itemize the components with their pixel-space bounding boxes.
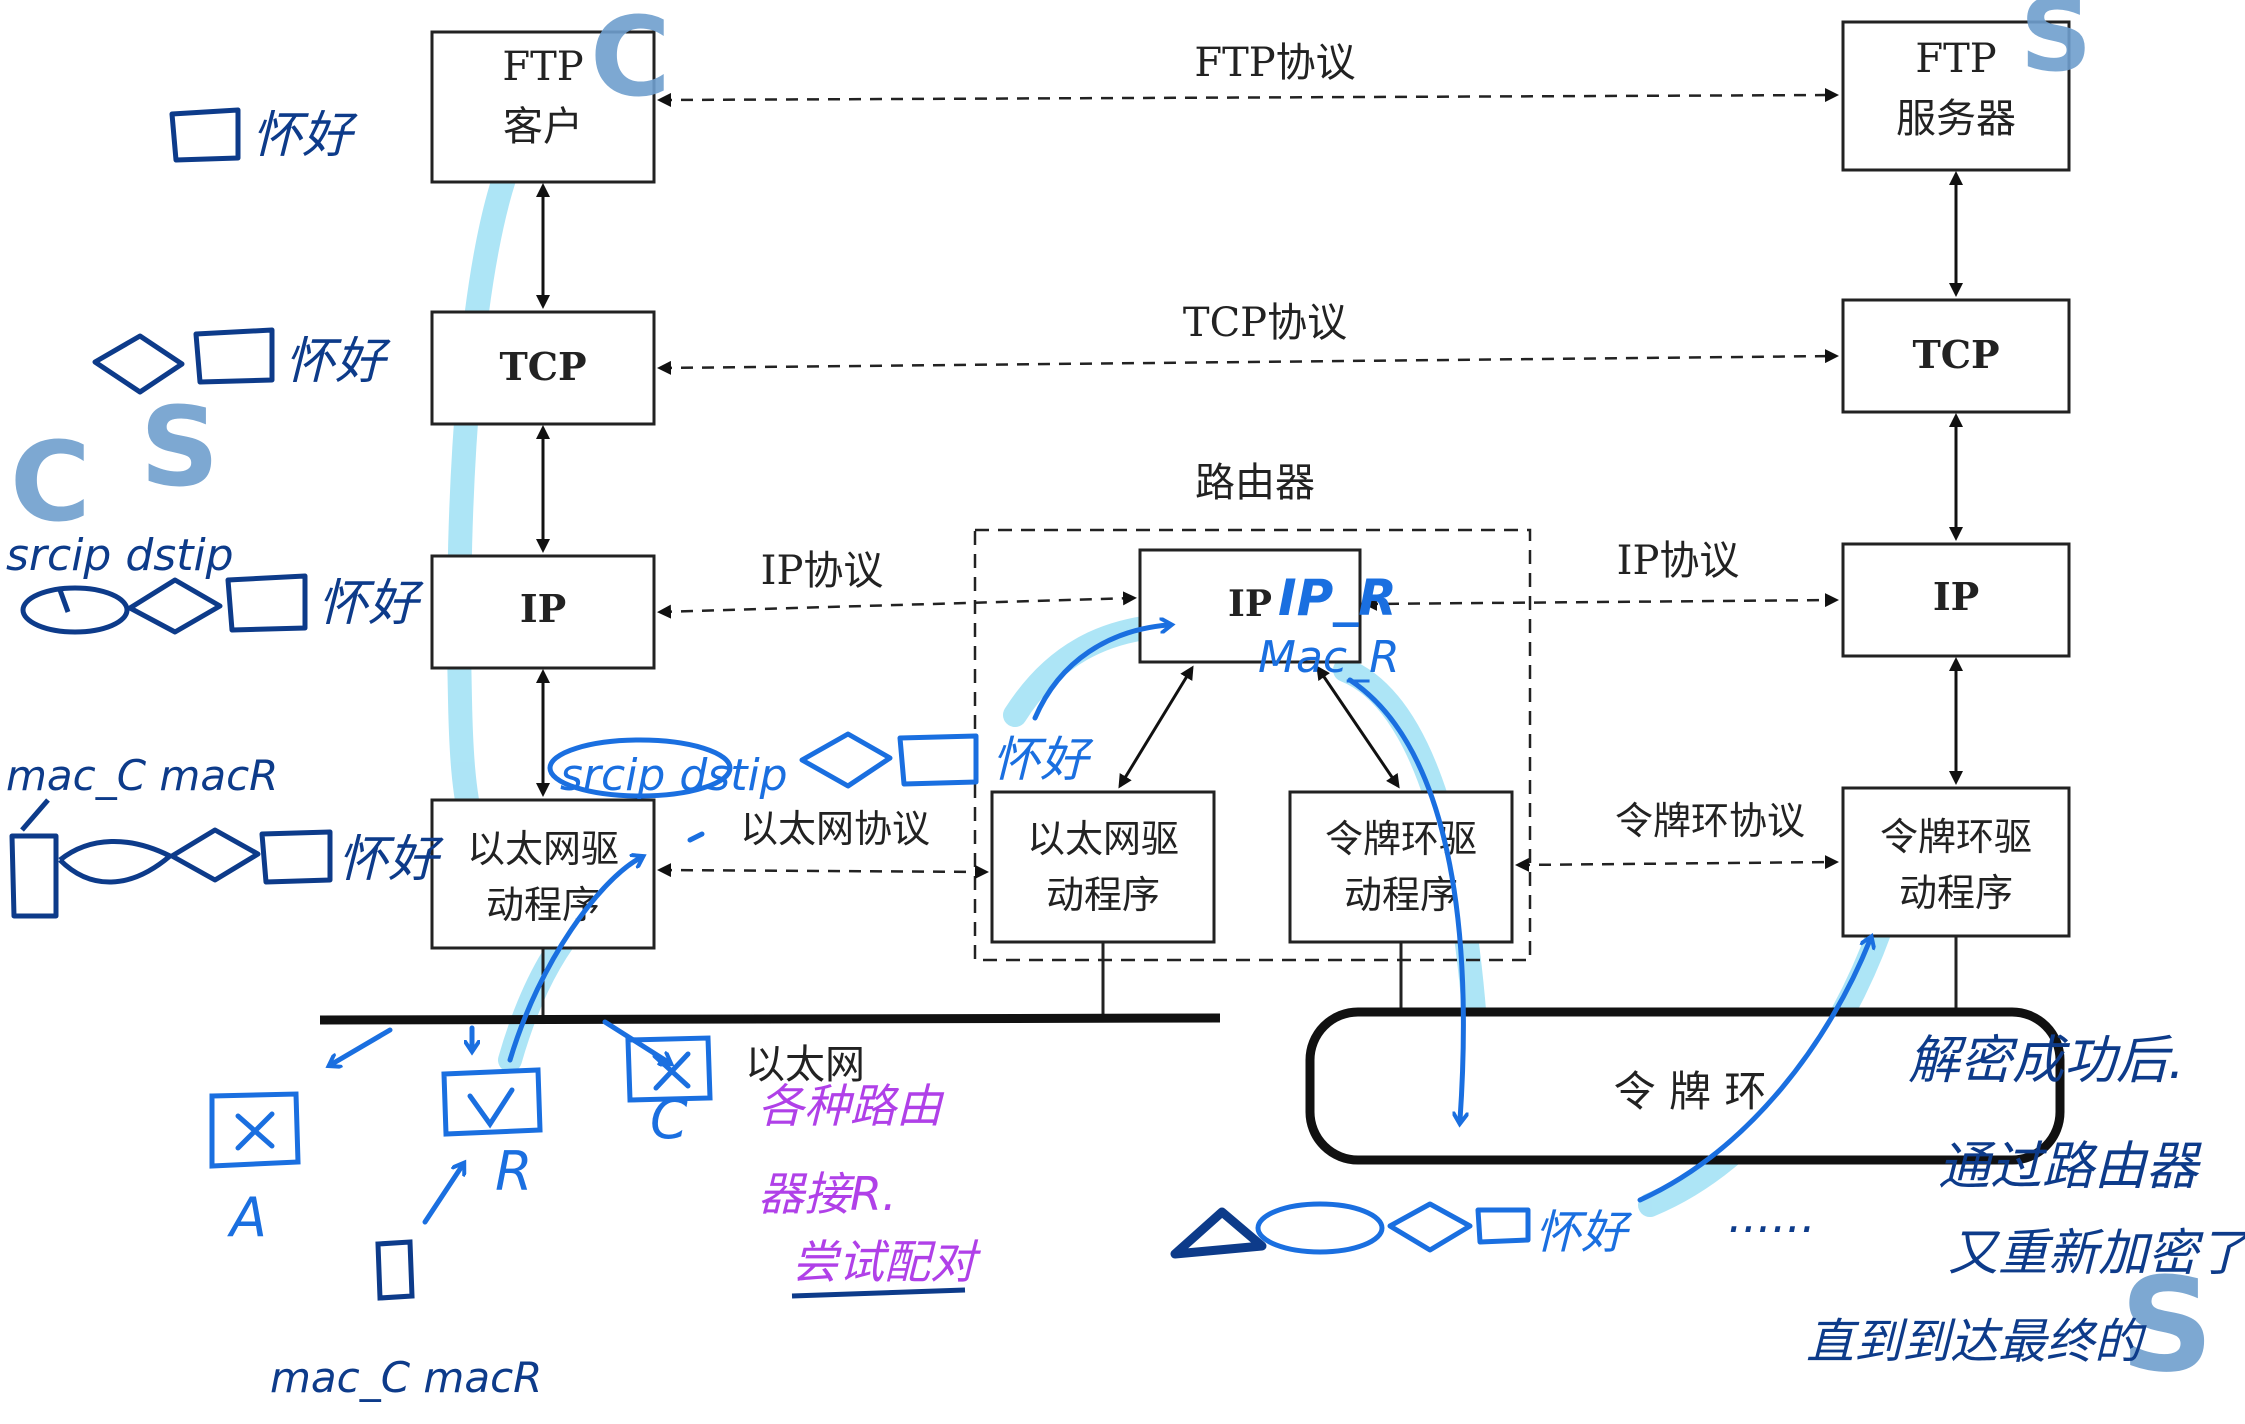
protocol-arrows [657, 88, 1839, 879]
right-note-1: 解密成功后. [1908, 1031, 2185, 1091]
right-note-3: 又重新加密了. [1948, 1224, 2245, 1282]
watermark-c-top: C [590, 0, 671, 121]
annotation-srcip-dstip-left: srcip dstip [6, 530, 234, 581]
ethernet-bus [319, 1013, 1221, 1025]
router-tr-label-2: 动程序 [1344, 873, 1458, 917]
ethernet-protocol-label: 以太网协议 [740, 807, 930, 851]
annotation-huaihao-4: 怀好 [338, 830, 444, 888]
host-label-c: C [650, 1088, 688, 1151]
tcp-protocol-label: TCP协议 [1183, 300, 1347, 346]
watermark-c-left: C [10, 418, 91, 546]
ip-protocol-right-label: IP协议 [1617, 538, 1740, 584]
router-stack: 路由器 IP 以太网驱 动程序 令牌环驱 动程序 [990, 460, 1514, 1016]
watermark-s-top: S [2020, 0, 2092, 94]
client-ftp-label: FTP [502, 44, 583, 90]
router-eth-label-2: 动程序 [1046, 873, 1160, 917]
router-note-1: 各种路由 [758, 1079, 945, 1133]
router-title: 路由器 [1195, 460, 1315, 506]
client-eth-label: 以太网驱 [467, 827, 619, 871]
right-note-4: 直到到达最终的 [1806, 1314, 2147, 1370]
handwritten-ethernet-packet [547, 731, 979, 799]
handwritten-packets [9, 107, 333, 919]
host-label-a: A [227, 1186, 267, 1249]
annotation-ip-r: IP_R [1278, 569, 1397, 627]
token-ring-protocol-label: 令牌环协议 [1615, 799, 1805, 843]
client-ip-label: IP [520, 586, 566, 631]
server-tcp-label: TCP [1912, 332, 1999, 377]
host-label-r: R [495, 1140, 533, 1203]
ftp-protocol-label: FTP协议 [1194, 40, 1355, 86]
annotation-mac-bottom: mac_C macR [270, 1353, 542, 1402]
note-underline [791, 1287, 966, 1299]
annotation-dots: ...... [1728, 1189, 1816, 1243]
token-ring [1305, 1007, 2065, 1165]
server-tr-label: 令牌环驱 [1880, 815, 2032, 859]
router-notes: 各种路由 器接R. 尝试配对 [758, 1079, 981, 1289]
server-ftp-label-2: 服务器 [1896, 96, 2016, 142]
router-eth-label: 以太网驱 [1027, 817, 1179, 861]
annotation-huaihao-2: 怀好 [285, 332, 391, 390]
watermark-letters: C S C S S [10, 0, 2214, 1401]
server-ip-label: IP [1933, 574, 1979, 619]
router-note-2: 器接R. [758, 1167, 897, 1221]
annotation-srcip-dstip-mid: srcip dstip [560, 750, 788, 801]
annotation-huaihao-6: 怀好 [1535, 1205, 1633, 1259]
right-notes: 解密成功后. 通过路由器 又重新加密了. 直到到达最终的 [1806, 1031, 2245, 1370]
annotation-huaihao-1: 怀好 [252, 106, 358, 164]
router-note-3: 尝试配对 [792, 1235, 981, 1289]
server-tr-label-2: 动程序 [1899, 871, 2013, 915]
annotation-mac-r: Mac_R [1258, 632, 1400, 683]
annotation-huaihao-5: 怀好 [992, 732, 1094, 788]
client-ftp-label-2: 客户 [503, 104, 583, 150]
annotation-mac-left: mac_C macR [6, 751, 278, 800]
server-ftp-label: FTP [1915, 36, 1996, 82]
token-ring-packet [1170, 1201, 1531, 1259]
handwritten-labels-left: 怀好 怀好 srcip dstip 怀好 mac_C macR 怀好 [6, 106, 444, 888]
annotation-huaihao-3: 怀好 [318, 574, 424, 632]
watermark-s-left: S [140, 383, 219, 511]
ethernet-label: 以太网 [745, 1042, 865, 1088]
right-note-2: 通过路由器 [1938, 1137, 2202, 1197]
watermark-s-bottom: S [2120, 1249, 2214, 1401]
router-tr-label: 令牌环驱 [1325, 817, 1477, 861]
host-labels: A R C [227, 1088, 688, 1249]
token-ring-label: 令 牌 环 [1614, 1067, 1767, 1116]
server-stack: FTP 服务器 TCP IP 令牌环驱 动程序 [1841, 20, 2071, 1012]
client-eth-label-2: 动程序 [486, 883, 600, 927]
client-tcp-label: TCP [499, 344, 586, 389]
ip-protocol-left-label: IP协议 [761, 548, 884, 594]
router-ip-label: IP [1228, 583, 1272, 625]
handwritten-labels-middle: srcip dstip 怀好 IP_R Mac_R [560, 569, 1400, 801]
ethernet-hosts [209, 1035, 713, 1301]
